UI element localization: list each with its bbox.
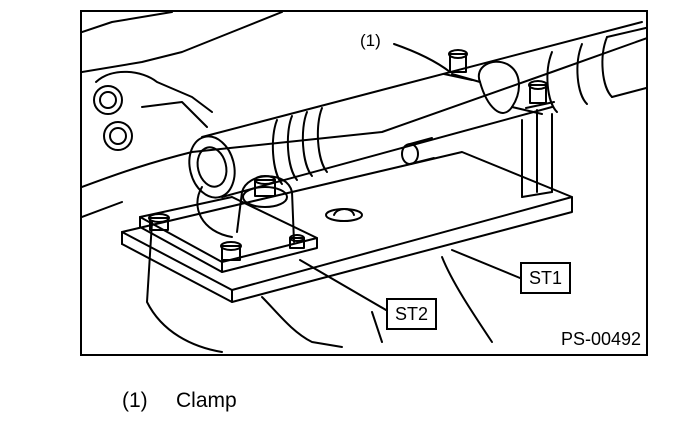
steering-gearbox-drawing (82, 12, 646, 353)
gearbox-tube (188, 21, 646, 199)
illustration-frame: (1) ST1 ST2 PS-00492 (80, 10, 648, 356)
st2-label: ST2 (386, 298, 438, 330)
background-body-outline (82, 12, 646, 353)
legend-item: (1) Clamp (122, 389, 237, 413)
legend-item-number: (1) (122, 389, 148, 412)
legend: (1) Clamp (122, 389, 237, 413)
clamp-callout-number: (1) (360, 31, 381, 50)
st1-label: ST1 (520, 262, 572, 294)
sub-plate (139, 175, 387, 311)
figure-code: PS-00492 (560, 329, 641, 349)
support-post (521, 109, 553, 198)
base-plate (121, 151, 573, 303)
legend-item-text: Clamp (176, 389, 237, 412)
